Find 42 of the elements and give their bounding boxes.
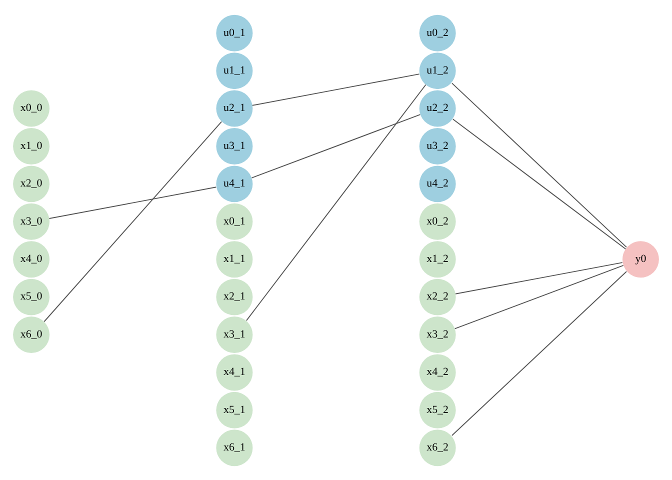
connector [454,264,624,329]
node-circle: x1_2 [419,240,456,278]
node-circle: u2_2 [419,90,456,126]
node-circle: x0_1 [216,202,253,240]
node-circle: u4_1 [216,165,253,202]
node-circle: u3_1 [216,127,253,164]
node-circle: u1_1 [216,52,253,89]
node-circle: x6_1 [216,429,253,466]
connector [246,84,426,321]
connector [48,186,217,218]
node-circle: x6_2 [419,429,456,466]
node-circle: x2_0 [13,165,50,202]
node-circle: u0_1 [216,14,253,51]
node-circle: x4_0 [13,240,50,278]
connector [44,120,222,322]
node-circle: x1_0 [13,127,50,164]
node-circle: x2_1 [216,278,253,315]
node-circle: y0 [622,240,659,278]
connector [455,262,623,294]
node-circle: x3_2 [419,316,456,353]
node-circle: u3_2 [419,127,456,164]
connector [252,73,420,106]
node-circle: x3_0 [13,202,50,240]
node-circle: x5_0 [13,278,50,315]
node-circle: u0_2 [419,14,456,51]
connector [451,82,628,248]
node-circle: x4_2 [419,354,456,390]
node-circle: u1_2 [419,52,456,89]
node-circle: x0_0 [13,90,50,126]
node-circle: x6_0 [13,316,50,353]
node-circle: u4_2 [419,165,456,202]
node-circle: x3_1 [216,316,253,353]
node-circle: x5_1 [216,391,253,428]
node-circle: x5_2 [419,391,456,428]
connector [451,270,628,436]
connector [251,114,421,178]
node-circle: u2_1 [216,90,253,126]
node-circle: x2_2 [419,278,456,315]
node-circle: x1_1 [216,240,253,278]
node-circle: x0_2 [419,202,456,240]
connector [452,118,626,249]
node-circle: x4_1 [216,354,253,390]
